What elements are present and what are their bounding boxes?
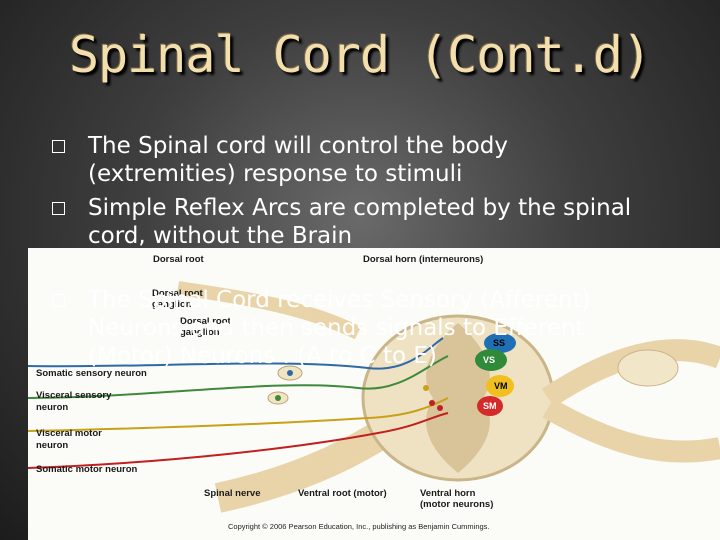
copyright-text: Copyright © 2006 Pearson Education, Inc.… bbox=[228, 522, 490, 531]
visceral-motor-fiber bbox=[28, 397, 449, 432]
label-dorsal-root-2: Dorsal root bbox=[180, 316, 231, 327]
label-ganglion: ganglion bbox=[152, 299, 192, 310]
zone-sm-label: SM bbox=[483, 401, 497, 411]
label-ventral-horn: Ventral horn bbox=[420, 488, 476, 499]
bullet-item: The Spinal Cord receives Sensory (Affere… bbox=[52, 286, 692, 370]
bullet-item: Simple Reflex Arcs are completed by the … bbox=[52, 194, 692, 250]
bullet-list-overlay: The Spinal Cord receives Sensory (Affere… bbox=[52, 286, 692, 370]
label-visceral-motor: Visceral motor bbox=[36, 428, 102, 439]
zone-ss-shape bbox=[484, 333, 516, 353]
bullet-list: The Spinal cord will control the body (e… bbox=[52, 132, 692, 256]
dorsal-root-bundle bbox=[177, 281, 362, 340]
label-dorsal-root: Dorsal root bbox=[153, 254, 204, 265]
reflex-arc-illustration bbox=[28, 281, 720, 513]
square-bullet-icon bbox=[52, 140, 65, 153]
bullet-item: The Spinal cord will control the body (e… bbox=[52, 132, 692, 188]
label-motor-neurons: (motor neurons) bbox=[420, 499, 494, 510]
zone-vs-shape bbox=[475, 349, 507, 371]
square-bullet-icon bbox=[52, 294, 65, 307]
label-dorsal-horn: Dorsal horn (interneurons) bbox=[363, 254, 484, 265]
label-visceral-sensory: Visceral sensory bbox=[36, 390, 112, 401]
zone-vs-label: VS bbox=[483, 355, 496, 365]
label-ganglion-2: ganglion bbox=[180, 327, 220, 338]
zone-vm-shape bbox=[486, 375, 514, 397]
label-somatic-motor: Somatic motor neuron bbox=[36, 464, 138, 475]
label-ventral-root: Ventral root (motor) bbox=[298, 488, 387, 499]
zone-sm-shape bbox=[477, 396, 503, 416]
label-visceral-sensory-neuron: neuron bbox=[36, 402, 69, 413]
gray-matter bbox=[426, 323, 490, 473]
slide-title: Spinal Cord (Cont.d) bbox=[68, 26, 652, 84]
right-ganglion bbox=[617, 349, 679, 387]
label-spinal-nerve: Spinal nerve bbox=[204, 488, 261, 499]
right-nerve-lower bbox=[542, 398, 720, 463]
square-bullet-icon bbox=[52, 202, 65, 215]
somatic-sensory-fiber bbox=[28, 337, 444, 370]
zone-ss-label: SS bbox=[493, 338, 506, 348]
label-somatic-sensory: Somatic sensory neuron bbox=[36, 368, 147, 379]
visceral-sensory-fiber bbox=[28, 355, 449, 399]
label-dorsal-root-ganglion: Dorsal root bbox=[152, 288, 203, 299]
label-visceral-motor-neuron: neuron bbox=[36, 440, 69, 451]
spinal-cord-diagram: Dorsal root Dorsal horn (interneurons) D… bbox=[28, 248, 720, 540]
somatic-motor-fiber bbox=[28, 412, 449, 469]
zone-vm-label: VM bbox=[494, 381, 508, 391]
